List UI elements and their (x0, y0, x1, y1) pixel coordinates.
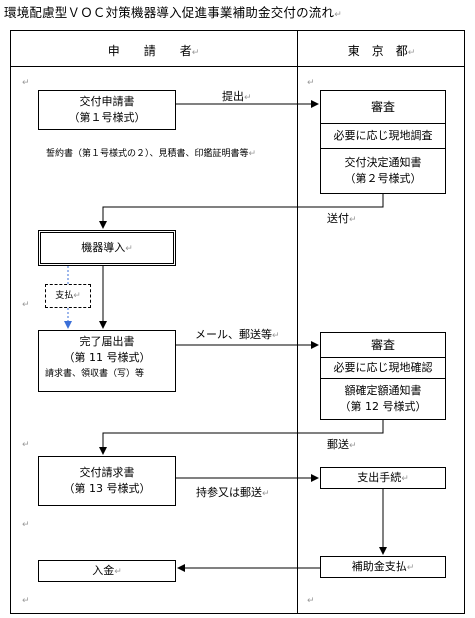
document-title: 環境配慮型ＶＯＣ対策機器導入促進事業補助金交付の流れ↵ (4, 5, 342, 20)
submit-label: 提出↵ (222, 90, 252, 103)
grant-request-number: （第 13 号様式） (63, 482, 151, 495)
paragraph-mark: ↵ (22, 300, 30, 310)
completion-report-title: 完了届出書 (79, 335, 135, 348)
grant-request-title: 交付請求書 (79, 466, 135, 479)
tokyo-column-header: 東 京 都↵ (347, 44, 416, 58)
amount-notice-number: （第 12 号様式） (339, 400, 427, 413)
review-box-2: 審査 必要に応じ現地確認 額確定額通知書 （第 12 号様式） (320, 332, 446, 420)
application-form-number: （第１号様式） (68, 111, 146, 124)
grant-payment-box: 補助金支払↵ (320, 556, 446, 578)
application-form-box: 交付申請書 （第１号様式） (38, 90, 176, 130)
paragraph-mark: ↵ (307, 78, 315, 88)
paragraph-mark: ↵ (22, 596, 30, 606)
decision-notice-title: 交付決定通知書 (344, 156, 422, 169)
completion-attachments-note: 請求書、領収書（写）等 (45, 369, 145, 379)
review-1-label: 審査 (321, 91, 445, 124)
paragraph-mark: ↵ (22, 78, 30, 88)
decision-notice-number: （第２号様式） (344, 172, 422, 185)
paragraph-mark: ↵ (22, 520, 30, 530)
flow-table (10, 30, 465, 614)
grant-request-box: 交付請求書 （第 13 号様式） (38, 456, 176, 506)
application-form-title: 交付申請書 (79, 95, 135, 108)
column-divider (297, 30, 298, 614)
header-divider (10, 66, 465, 67)
post-arrow (99, 420, 384, 455)
deposit-box: 入金↵ (38, 560, 176, 582)
paragraph-mark: ↵ (22, 440, 30, 450)
mail-post-label: メール、郵送等↵ (195, 328, 280, 341)
payment-box: 支払↵ (45, 284, 91, 308)
application-attachments-note: 誓約書（第１号様式の２）、見積書、印鑑証明書等↵ (46, 149, 257, 159)
post-label: 郵送↵ (327, 438, 357, 451)
send-label: 送付↵ (327, 212, 357, 225)
bring-or-post-label: 持参又は郵送↵ (196, 486, 270, 499)
completion-report-box: 完了届出書 （第 11 号様式） 請求書、領収書（写）等 (38, 330, 176, 392)
amount-notice-title: 額確定額通知書 (344, 384, 422, 397)
send-arrow (99, 194, 384, 229)
paragraph-mark: ↵ (307, 596, 315, 606)
disbursement-procedure-box: 支出手続↵ (320, 467, 446, 489)
site-survey-label: 必要に応じ現地調査 (321, 124, 445, 149)
equipment-install-box: 機器導入↵ (38, 230, 176, 266)
completion-report-number: （第 11 号様式） (63, 351, 151, 364)
site-check-label: 必要に応じ現地確認 (321, 358, 445, 379)
review-box-1: 審査 必要に応じ現地調査 交付決定通知書 （第２号様式） (320, 90, 446, 194)
review-2-label: 審査 (321, 333, 445, 358)
applicant-column-header: 申 請 者↵ (107, 44, 200, 58)
